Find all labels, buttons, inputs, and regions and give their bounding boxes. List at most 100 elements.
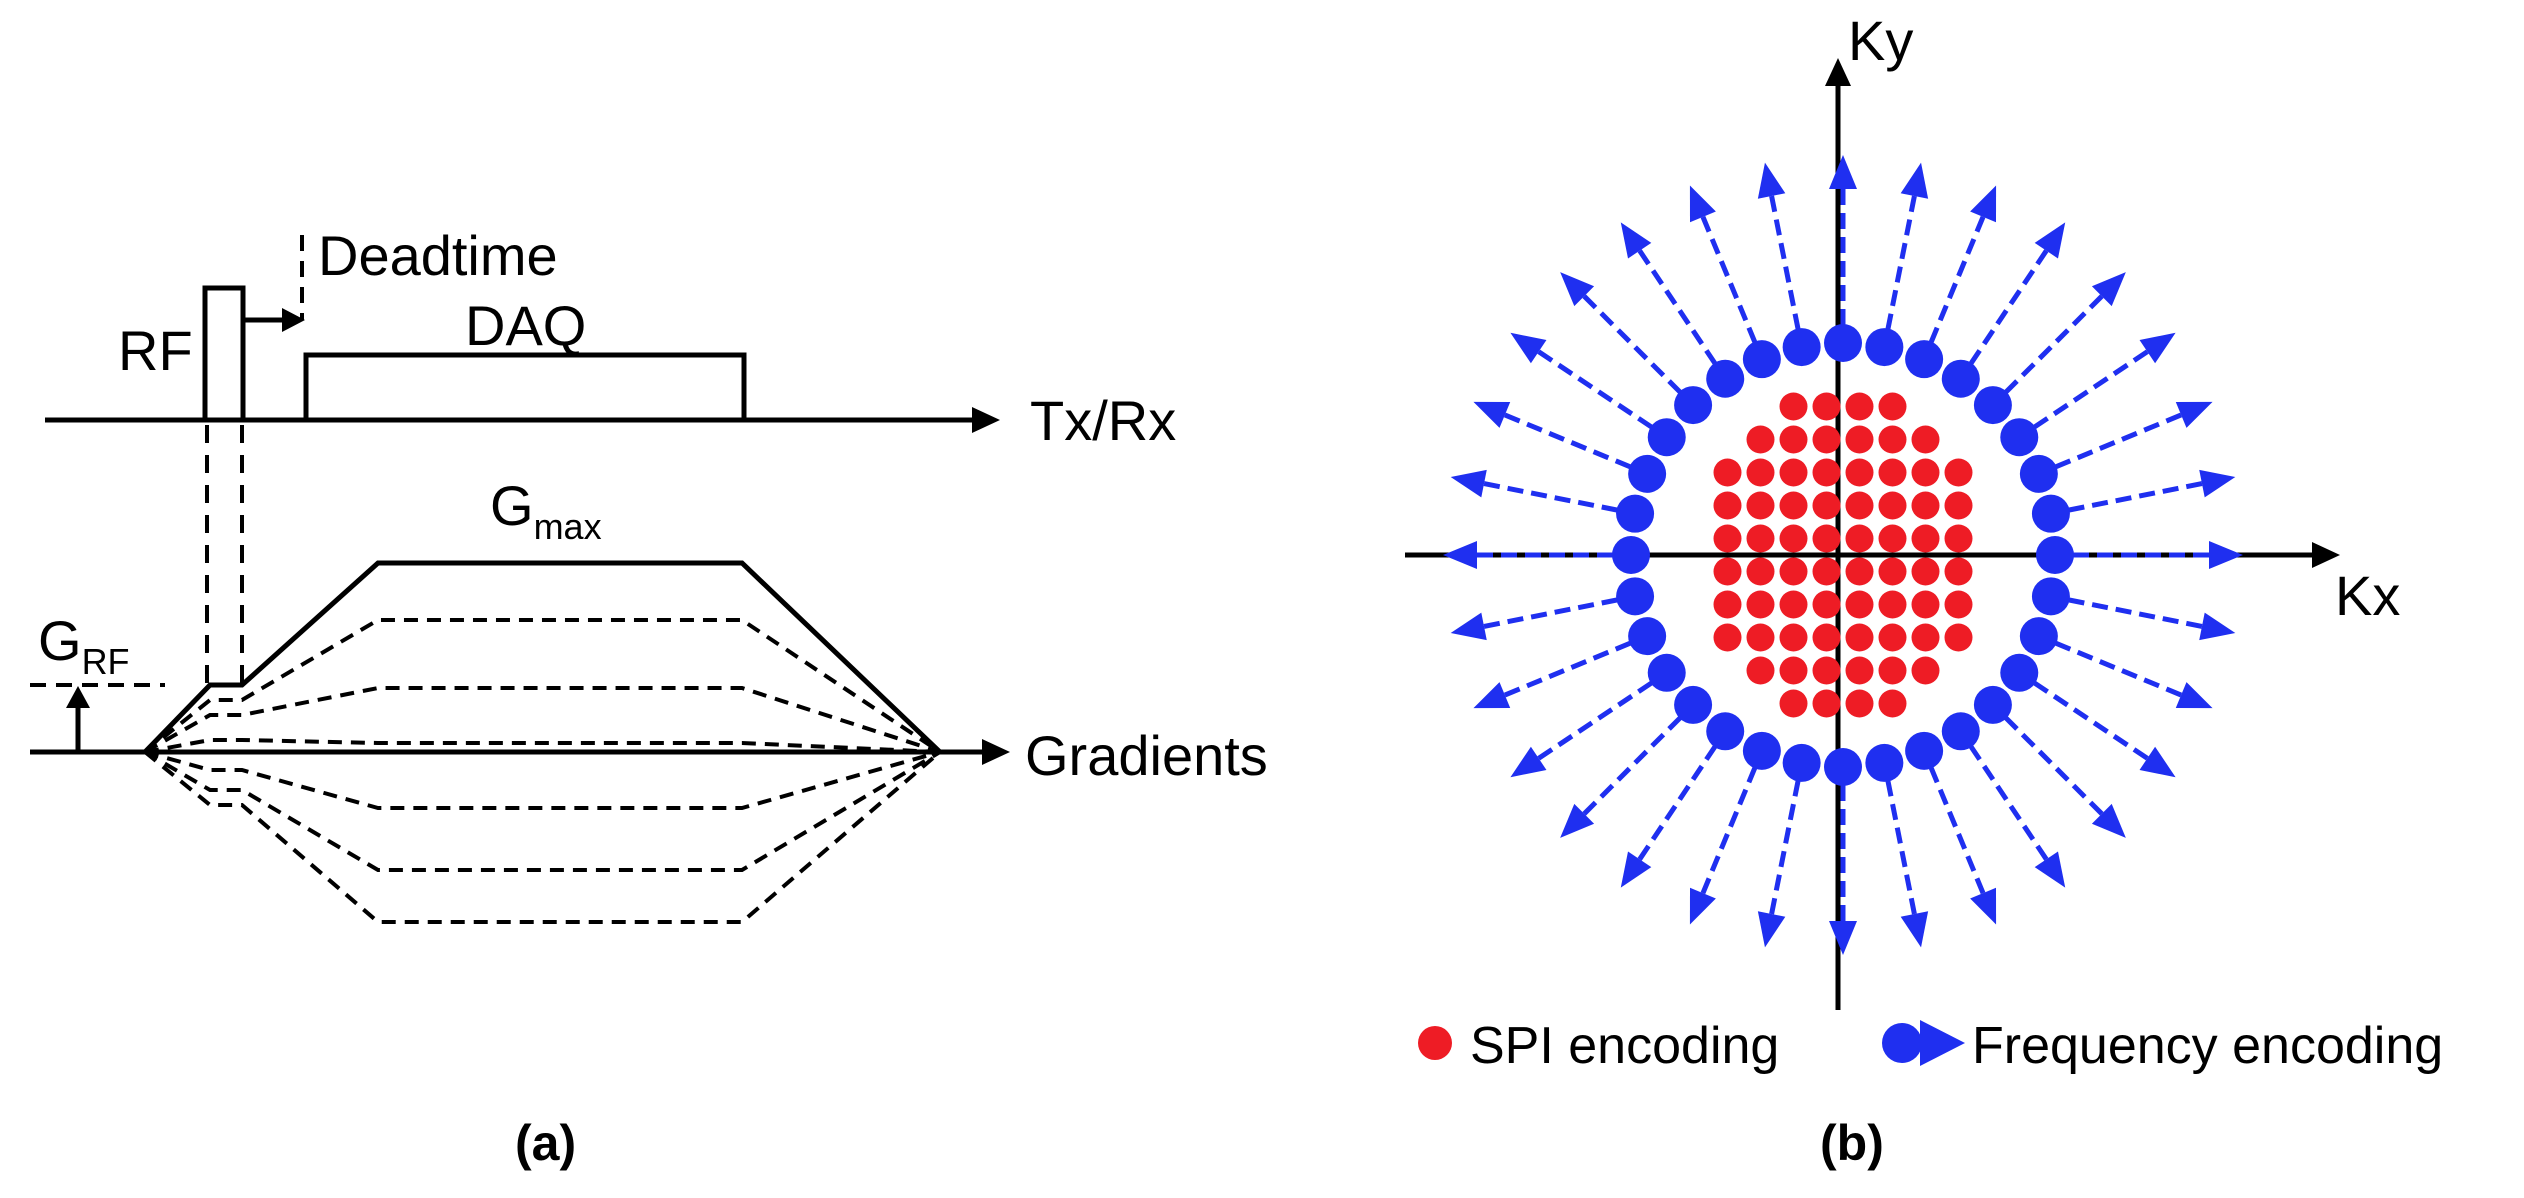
frequency-start-point bbox=[1742, 731, 1781, 770]
spi-point bbox=[1713, 623, 1742, 652]
frequency-start-point bbox=[1824, 748, 1862, 786]
frequency-spoke bbox=[1698, 210, 1758, 344]
frequency-arrowhead bbox=[2091, 272, 2126, 307]
spi-point bbox=[1713, 590, 1742, 619]
frequency-spoke bbox=[1634, 244, 1718, 366]
frequency-arrowhead bbox=[2034, 222, 2066, 259]
deadtime-label: Deadtime bbox=[318, 224, 558, 287]
spi-point bbox=[1878, 491, 1907, 520]
spi-point bbox=[1878, 590, 1907, 619]
spi-point bbox=[1845, 623, 1874, 652]
spi-point bbox=[1845, 590, 1874, 619]
gradient-level-1 bbox=[143, 618, 942, 754]
frequency-start-point bbox=[1782, 743, 1821, 782]
spi-point bbox=[1812, 491, 1841, 520]
frequency-start-point bbox=[1706, 712, 1745, 751]
frequency-spoke bbox=[2054, 640, 2188, 700]
spi-point bbox=[1944, 623, 1973, 652]
frequency-start-point bbox=[2000, 653, 2039, 692]
kx-label: Kx bbox=[2335, 564, 2400, 627]
frequency-start-point bbox=[1973, 685, 2012, 724]
spi-point bbox=[1911, 524, 1940, 553]
frequency-arrowhead bbox=[1560, 803, 1595, 838]
spi-point bbox=[1812, 689, 1841, 718]
frequency-start-point bbox=[1742, 340, 1781, 379]
frequency-start-point bbox=[1973, 386, 2012, 425]
spi-point bbox=[1812, 392, 1841, 421]
spi-point bbox=[1713, 458, 1742, 487]
spi-point bbox=[1713, 491, 1742, 520]
spi-point bbox=[1746, 491, 1775, 520]
frequency-arrowhead bbox=[1473, 682, 1511, 709]
spi-point bbox=[1779, 491, 1808, 520]
spi-point bbox=[1911, 425, 1940, 454]
frequency-spoke bbox=[1532, 346, 1654, 430]
legend-spi-label: SPI encoding bbox=[1470, 1017, 1779, 1075]
frequency-start-point bbox=[1616, 494, 1655, 533]
frequency-start-point bbox=[1941, 712, 1980, 751]
spi-point bbox=[1746, 425, 1775, 454]
frequency-spoke bbox=[2003, 715, 2108, 820]
ky-arrowhead bbox=[1825, 58, 1851, 86]
frequency-spoke bbox=[1498, 640, 1632, 700]
frequency-arrowhead bbox=[1829, 921, 1857, 955]
frequency-start-point bbox=[1612, 536, 1650, 574]
spi-point bbox=[1779, 656, 1808, 685]
spi-point bbox=[1911, 458, 1940, 487]
legend: SPI encoding Frequency encoding bbox=[1418, 1017, 2443, 1075]
frequency-spoke bbox=[1968, 244, 2052, 366]
frequency-spoke bbox=[1928, 210, 1988, 344]
frequency-start-point bbox=[2031, 577, 2070, 616]
frequency-start-point bbox=[1824, 324, 1862, 362]
spi-point bbox=[1746, 458, 1775, 487]
frequency-start-point bbox=[1628, 617, 1667, 656]
legend-frequency-label: Frequency encoding bbox=[1972, 1017, 2443, 1075]
spi-point bbox=[1746, 590, 1775, 619]
spi-point bbox=[1812, 656, 1841, 685]
spi-point bbox=[1911, 656, 1940, 685]
frequency-arrowhead bbox=[2175, 682, 2213, 709]
frequency-spoke bbox=[1498, 410, 1632, 470]
frequency-start-point bbox=[1616, 577, 1655, 616]
spi-point bbox=[1878, 392, 1907, 421]
panel-a-pulse-sequence: Tx/Rx RF Deadtime DAQ Gradients Gmax bbox=[30, 224, 1268, 1171]
spi-point bbox=[1746, 656, 1775, 685]
spi-point bbox=[1845, 689, 1874, 718]
spi-point bbox=[1779, 623, 1808, 652]
spi-point bbox=[1845, 524, 1874, 553]
frequency-start-point bbox=[1865, 743, 1904, 782]
frequency-arrowhead bbox=[2199, 469, 2236, 498]
frequency-start-point bbox=[1865, 328, 1904, 367]
spi-point bbox=[1944, 458, 1973, 487]
frequency-arrowhead bbox=[2091, 803, 2126, 838]
frequency-arrowhead bbox=[2139, 332, 2176, 364]
frequency-spoke bbox=[2032, 680, 2154, 764]
spi-point bbox=[1845, 557, 1874, 586]
frequency-spoke bbox=[1767, 189, 1801, 330]
gradient-dashed-waveforms bbox=[143, 618, 942, 924]
frequency-arrowhead bbox=[2199, 612, 2236, 641]
frequency-spoke bbox=[2003, 290, 2108, 395]
frequency-arrowhead bbox=[1689, 185, 1716, 223]
gradient-level-2 bbox=[144, 686, 941, 754]
frequency-start-point bbox=[2036, 536, 2074, 574]
gradient-level-5 bbox=[143, 750, 942, 872]
gmax-waveform bbox=[143, 560, 942, 754]
spi-point bbox=[1878, 689, 1907, 718]
frequency-spoke bbox=[1578, 715, 1683, 820]
frequency-arrowhead bbox=[1620, 851, 1652, 888]
spi-point bbox=[1944, 590, 1973, 619]
frequency-start-point bbox=[1905, 340, 1944, 379]
spi-point bbox=[1911, 491, 1940, 520]
spi-point bbox=[1845, 458, 1874, 487]
spi-point bbox=[1944, 524, 1973, 553]
daq-window bbox=[303, 352, 747, 423]
ky-label: Ky bbox=[1848, 9, 1913, 72]
frequency-start-point bbox=[1647, 418, 1686, 457]
rf-pulse bbox=[202, 285, 246, 423]
gradients-label: Gradients bbox=[1025, 724, 1268, 787]
grf-arrowhead bbox=[66, 686, 90, 708]
spi-point bbox=[1878, 524, 1907, 553]
frequency-arrowhead bbox=[1829, 155, 1857, 189]
panel-b-kspace: Kx Ky SPI encoding Frequency encoding (b… bbox=[1405, 9, 2443, 1171]
